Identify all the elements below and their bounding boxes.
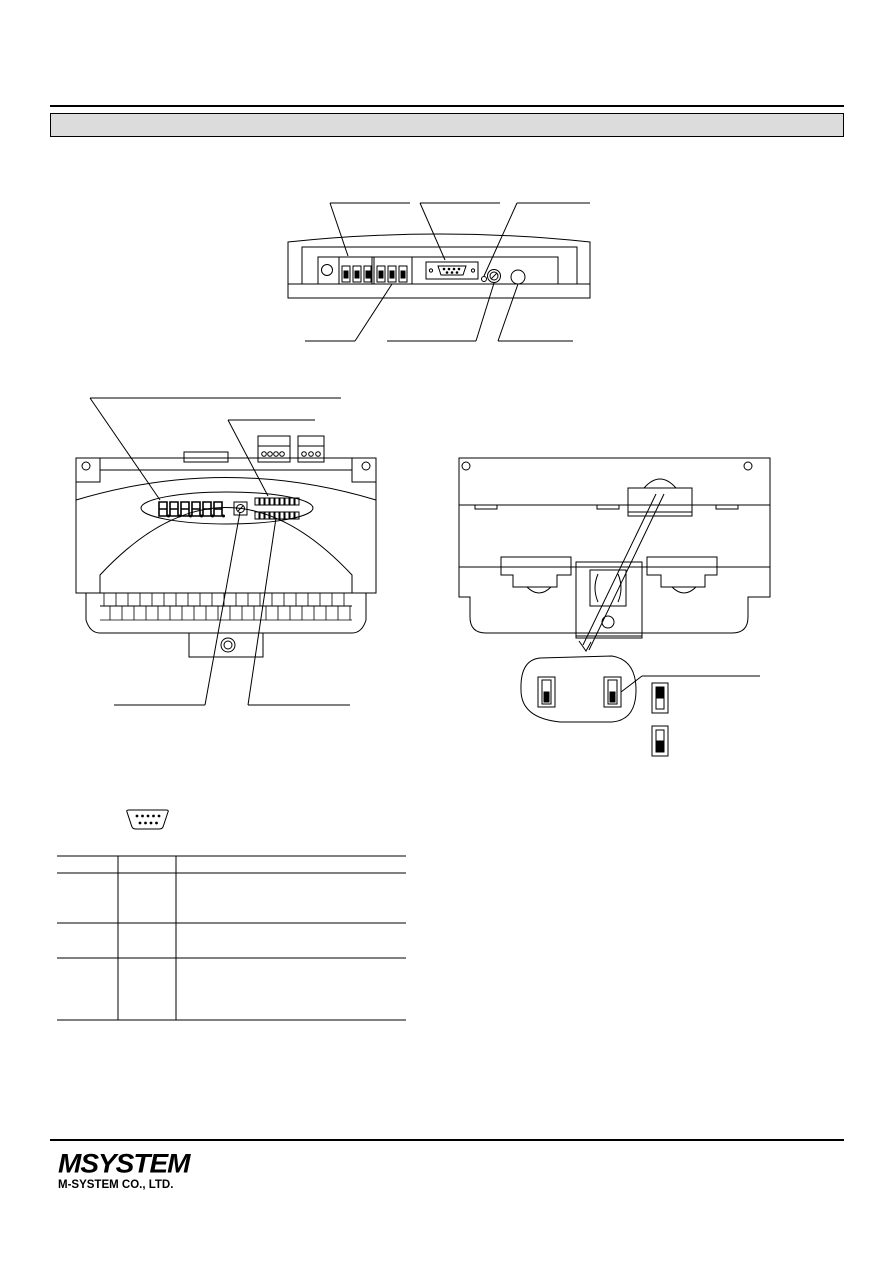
footer-rule: [50, 1139, 844, 1141]
pin-assignment-table: [57, 855, 406, 1021]
power-terminal-icon: [338, 256, 373, 285]
network-terminal-icon: [373, 256, 413, 285]
header-rule: [50, 105, 844, 107]
company-logo: MSYSTEM M-SYSTEM CO., LTD.: [58, 1148, 190, 1192]
db9-connector-icon: [425, 261, 479, 280]
seven-segment-display: [158, 501, 226, 518]
front-view-diagram: [75, 397, 377, 706]
switch-position-off-icon: [651, 725, 669, 757]
back-view-diagram: [458, 457, 771, 757]
port-hole-icon: [510, 269, 526, 285]
rotary-switch-icon: [233, 501, 248, 516]
top-view-diagram: [287, 202, 591, 342]
section-title-bar: [50, 113, 844, 137]
dip-switch-icon: [537, 676, 556, 708]
status-led-icon: [481, 276, 487, 282]
switch-position-on-icon: [651, 682, 669, 714]
dip-switch-icon: [603, 676, 622, 708]
rotary-switch-icon: [487, 269, 501, 283]
db9-connector-small-icon: [126, 809, 169, 830]
logo-wordmark: MSYSTEM: [58, 1148, 190, 1179]
company-name: M-SYSTEM CO., LTD.: [58, 1179, 174, 1191]
terminal-strip: [100, 593, 352, 621]
led-array-icon: [254, 497, 300, 520]
